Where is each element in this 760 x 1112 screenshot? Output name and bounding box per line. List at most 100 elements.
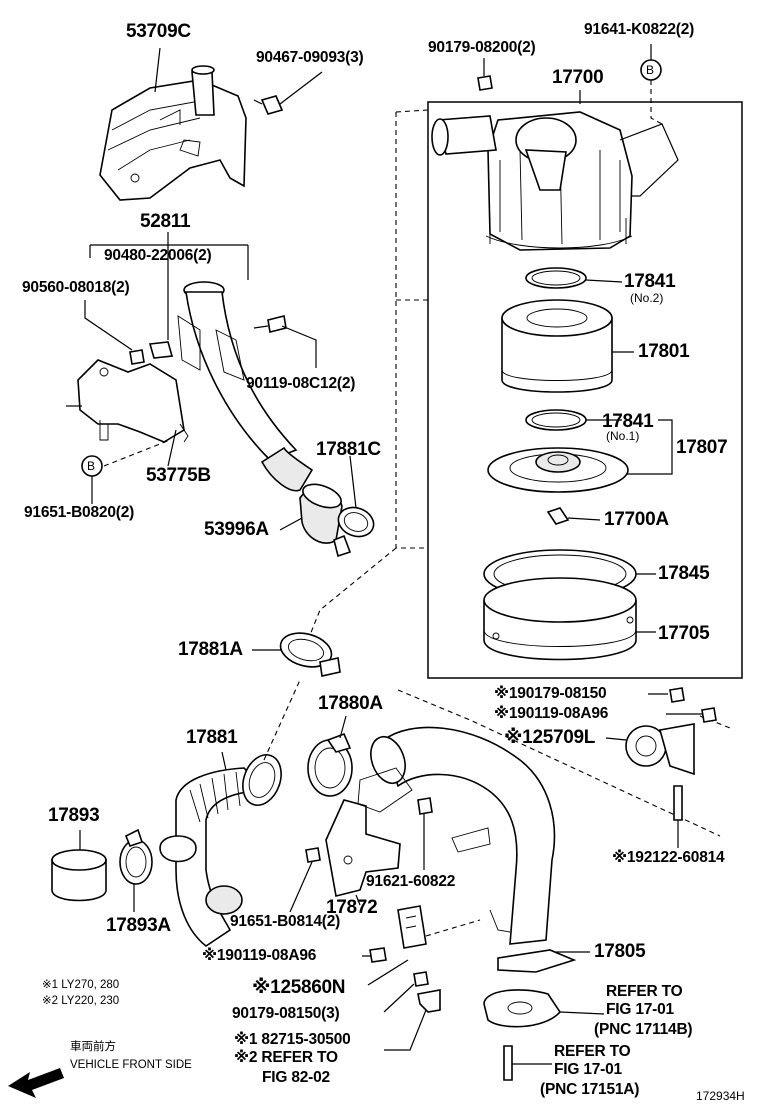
label-52811: 52811 <box>140 211 191 232</box>
marker-b-left-letter: B <box>87 459 96 473</box>
label-ref1-b: FIG 17-01 <box>606 1001 674 1018</box>
clip-17700a <box>546 507 570 525</box>
label-90560: 90560-08018(2) <box>22 279 130 296</box>
label-17880a: 17880A <box>318 693 383 714</box>
leader-53775b <box>167 429 177 467</box>
air-inlet-hose-52811 <box>177 281 314 492</box>
label-25860n: ※125860N <box>252 977 346 998</box>
sleeve-53996a <box>299 483 343 544</box>
dash-91641 <box>650 80 663 125</box>
label-82-fig: FIG 82-02 <box>262 1069 330 1086</box>
dash-17805-right <box>397 689 721 837</box>
label-53996a: 53996A <box>204 519 269 540</box>
label-91651b: 91651-B0814(2) <box>230 913 341 930</box>
dash-25860n <box>425 919 481 937</box>
leader-17841a <box>585 279 623 283</box>
bolt-90119-08c12 <box>253 315 287 333</box>
leader-17881c <box>349 455 357 509</box>
gasket-17841-no2 <box>525 267 587 289</box>
bracket-53775b <box>66 359 189 443</box>
case-lower-17705 <box>483 577 637 661</box>
label-ref2-b: FIG 17-01 <box>554 1061 622 1078</box>
leader-25860n <box>367 959 409 986</box>
leader-ref1 <box>559 1011 605 1015</box>
air-cleaner-cover-53709c <box>99 65 247 201</box>
clamp-17893a <box>119 828 153 885</box>
leader-91651b <box>289 861 313 913</box>
bolt-91621 <box>417 797 433 815</box>
front-arrow-icon <box>8 1068 64 1098</box>
front-label-jp: 車両前方 <box>70 1041 116 1053</box>
label-90119a: 90119-08C12(2) <box>246 375 356 392</box>
label-17841-no1-sub: (No.1) <box>606 429 640 443</box>
label-17805: 17805 <box>594 941 646 962</box>
label-17841-no1: 17841 <box>602 411 654 432</box>
leader-25709l <box>605 737 627 741</box>
nut-90560 <box>129 349 145 365</box>
label-92122: ※192122-60814 <box>612 849 725 866</box>
label-17872: 17872 <box>326 897 378 918</box>
leader-82715 <box>384 1009 427 1051</box>
label-90179c: 90179-08150(3) <box>232 1005 340 1022</box>
leader-17880a <box>339 715 347 739</box>
leader-53996a <box>279 517 303 531</box>
filter-element-17801 <box>501 299 613 393</box>
label-53775b: 53775B <box>146 465 211 486</box>
cap-17893 <box>51 849 107 902</box>
label-90480: 90480-22006(2) <box>104 247 212 264</box>
leader-17872 <box>355 894 361 906</box>
label-90119c: ※190119-08A96 <box>202 947 317 964</box>
leader-17841b-17807 <box>586 419 673 475</box>
label-90179a: 90179-08200(2) <box>428 39 536 56</box>
label-91641: 91641-K0822(2) <box>584 21 695 38</box>
label-17807: 17807 <box>676 437 728 458</box>
leader-17700a <box>567 517 601 521</box>
nut-90480 <box>148 341 174 359</box>
label-17841-no2: 17841 <box>624 271 676 292</box>
stud-92122 <box>673 785 683 821</box>
bracket-17872 <box>325 799 401 897</box>
label-17700: 17700 <box>552 67 604 88</box>
label-ref1-c: (PNC 17114B) <box>594 1021 693 1038</box>
gasket-ref-17114b <box>483 989 562 1028</box>
marker-b-right-letter: B <box>646 63 655 77</box>
nut-90179-08200 <box>477 75 493 91</box>
label-17893a: 17893A <box>106 915 171 936</box>
label-53709c: 53709C <box>126 21 191 42</box>
leader-90179c <box>383 983 415 1013</box>
label-17841-no2-sub: (No.2) <box>630 291 664 305</box>
label-17881c: 17881C <box>316 439 381 460</box>
leader-53709c <box>154 47 161 93</box>
label-90179b: ※190179-08150 <box>494 685 607 702</box>
nut-90179-08150 <box>413 971 429 987</box>
label-17700a: 17700A <box>604 509 669 530</box>
label-91621: 91621-60822 <box>366 873 456 890</box>
clamp-17880a <box>307 732 353 797</box>
diagram-id: 172934H <box>696 1089 745 1103</box>
label-91651a: 91651-B0820(2) <box>24 504 135 521</box>
label-17845: 17845 <box>658 563 710 584</box>
bolt-90119-08a96 <box>369 947 387 963</box>
label-25709l: ※125709L <box>504 727 596 748</box>
clip-90467 <box>253 95 284 115</box>
air-cleaner-case-17700 <box>431 111 679 251</box>
air-cleaner-assembly-box <box>427 101 743 679</box>
bracket-82715 <box>417 989 441 1013</box>
cap-17807 <box>487 447 629 493</box>
leader-90467 <box>279 71 323 105</box>
valve-25860n <box>397 905 427 949</box>
label-90119b: ※190119-08A96 <box>494 705 609 722</box>
label-17801: 17801 <box>638 341 690 362</box>
label-17881: 17881 <box>186 727 238 748</box>
stud-ref-17151a <box>503 1045 513 1081</box>
leader-17881 <box>221 751 227 771</box>
bolt-91651-b0814 <box>305 847 321 863</box>
pipe-17805 <box>357 726 577 973</box>
label-17705: 17705 <box>658 623 710 644</box>
clamp-17881a <box>279 632 341 677</box>
dash-box-side <box>395 112 428 549</box>
note-ly270: ※1 LY270, 280 <box>42 979 120 991</box>
label-17893: 17893 <box>48 805 100 826</box>
